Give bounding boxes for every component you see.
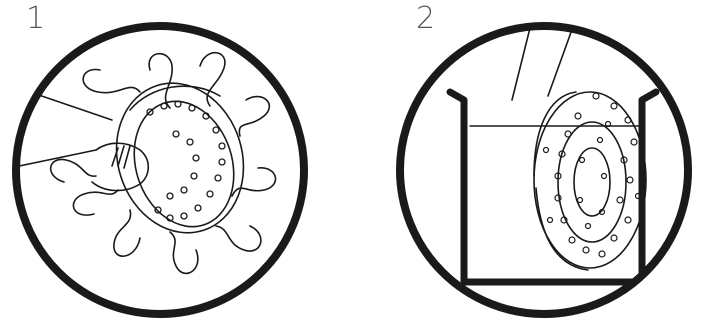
arm-line <box>10 150 96 168</box>
step-2-illustration <box>352 0 704 324</box>
thumb <box>92 143 148 190</box>
frame-circle-1 <box>16 26 304 314</box>
arm-line <box>30 92 112 120</box>
step-1-svg <box>0 0 352 324</box>
water-streams <box>51 53 276 274</box>
shower-head <box>98 67 263 250</box>
step-1-illustration <box>0 0 352 324</box>
handle <box>512 20 574 100</box>
step-2-svg <box>352 0 704 324</box>
shower-head <box>534 92 646 270</box>
